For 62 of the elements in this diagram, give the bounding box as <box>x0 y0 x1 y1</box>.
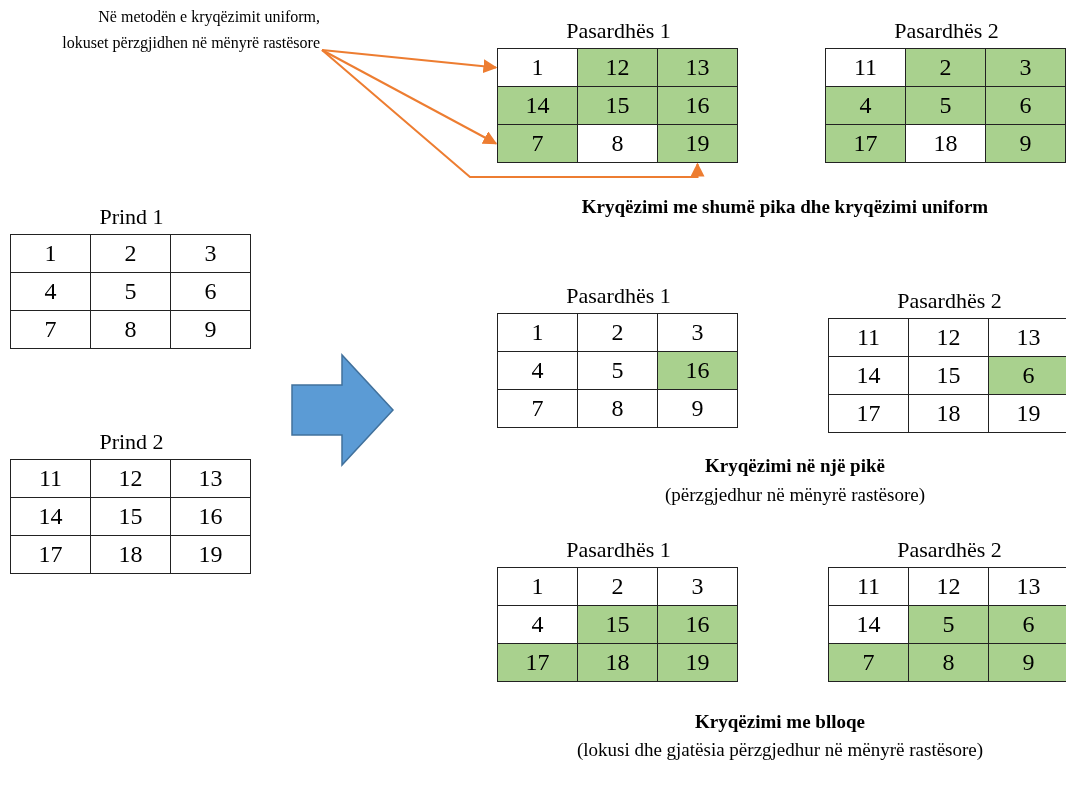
table-cell: 19 <box>657 124 738 163</box>
table-cell: 16 <box>657 86 738 125</box>
caption-title: Kryqëzimi në një pikë <box>704 454 886 478</box>
table-cell: 8 <box>908 643 989 682</box>
table-cell: 1 <box>497 313 578 352</box>
table-cell: 6 <box>988 356 1066 395</box>
table-cell: 5 <box>908 605 989 644</box>
table-cell: 13 <box>657 48 738 87</box>
table-cell: 7 <box>497 124 578 163</box>
table-cell: 1 <box>10 234 91 273</box>
table-cell: 1 <box>497 567 578 606</box>
table-cell: 3 <box>657 567 738 606</box>
table-cell: 9 <box>988 643 1066 682</box>
leader-line <box>321 49 498 145</box>
callout-text: Në metodën e kryqëzimit uniform, lokuset përzgjidhen në mënyrë rastësore <box>60 4 320 56</box>
table-cell: 15 <box>577 605 658 644</box>
leader-line <box>321 49 705 178</box>
table-cell: 18 <box>577 643 658 682</box>
table-cell: 1 <box>497 48 578 87</box>
table-cell: 3 <box>170 234 251 273</box>
table-cell: 9 <box>657 389 738 428</box>
grid-heading: Prind 1 <box>98 203 165 231</box>
table-cell: 2 <box>905 48 986 87</box>
table-cell: 17 <box>10 535 91 574</box>
table-cell: 19 <box>170 535 251 574</box>
grid-heading: Pasardhës 2 <box>896 536 1003 564</box>
table-cell: 17 <box>825 124 906 163</box>
table-cell: 16 <box>657 351 738 390</box>
table-cell: 7 <box>497 389 578 428</box>
table-cell: 15 <box>577 86 658 125</box>
grid-heading: Pasardhës 1 <box>565 282 672 310</box>
table-cell: 11 <box>10 459 91 498</box>
table-cell: 5 <box>905 86 986 125</box>
table-cell: 14 <box>497 86 578 125</box>
table-cell: 6 <box>985 86 1066 125</box>
table-cell: 7 <box>10 310 91 349</box>
table-cell: 11 <box>825 48 906 87</box>
grid-heading: Pasardhës 2 <box>893 17 1000 45</box>
table-cell: 13 <box>170 459 251 498</box>
table-cell: 6 <box>988 605 1066 644</box>
table-cell: 11 <box>828 318 909 357</box>
caption-note: (përzgjedhur në mënyrë rastësore) <box>663 483 927 507</box>
table-cell: 9 <box>170 310 251 349</box>
table-cell: 17 <box>497 643 578 682</box>
grid-heading: Pasardhës 2 <box>896 287 1003 315</box>
grid-heading: Pasardhës 1 <box>565 536 672 564</box>
table-cell: 17 <box>828 394 909 433</box>
table-cell: 9 <box>985 124 1066 163</box>
table-cell: 7 <box>828 643 909 682</box>
table-cell: 12 <box>577 48 658 87</box>
grid-heading: Pasardhës 1 <box>565 17 672 45</box>
table-cell: 3 <box>985 48 1066 87</box>
caption-title: Kryqëzimi me blloqe <box>694 710 866 734</box>
leader-line <box>321 49 498 74</box>
grid-heading: Prind 2 <box>98 428 165 456</box>
table-cell: 16 <box>657 605 738 644</box>
table-cell: 4 <box>825 86 906 125</box>
caption-note: (lokusi dhe gjatësia përzgjedhur në mënyrë rastësore) <box>575 738 985 762</box>
table-cell: 11 <box>828 567 909 606</box>
caption-title: Kryqëzimi me shumë pika dhe kryqëzimi uniform <box>580 195 990 219</box>
table-cell: 19 <box>657 643 738 682</box>
table-cell: 3 <box>657 313 738 352</box>
